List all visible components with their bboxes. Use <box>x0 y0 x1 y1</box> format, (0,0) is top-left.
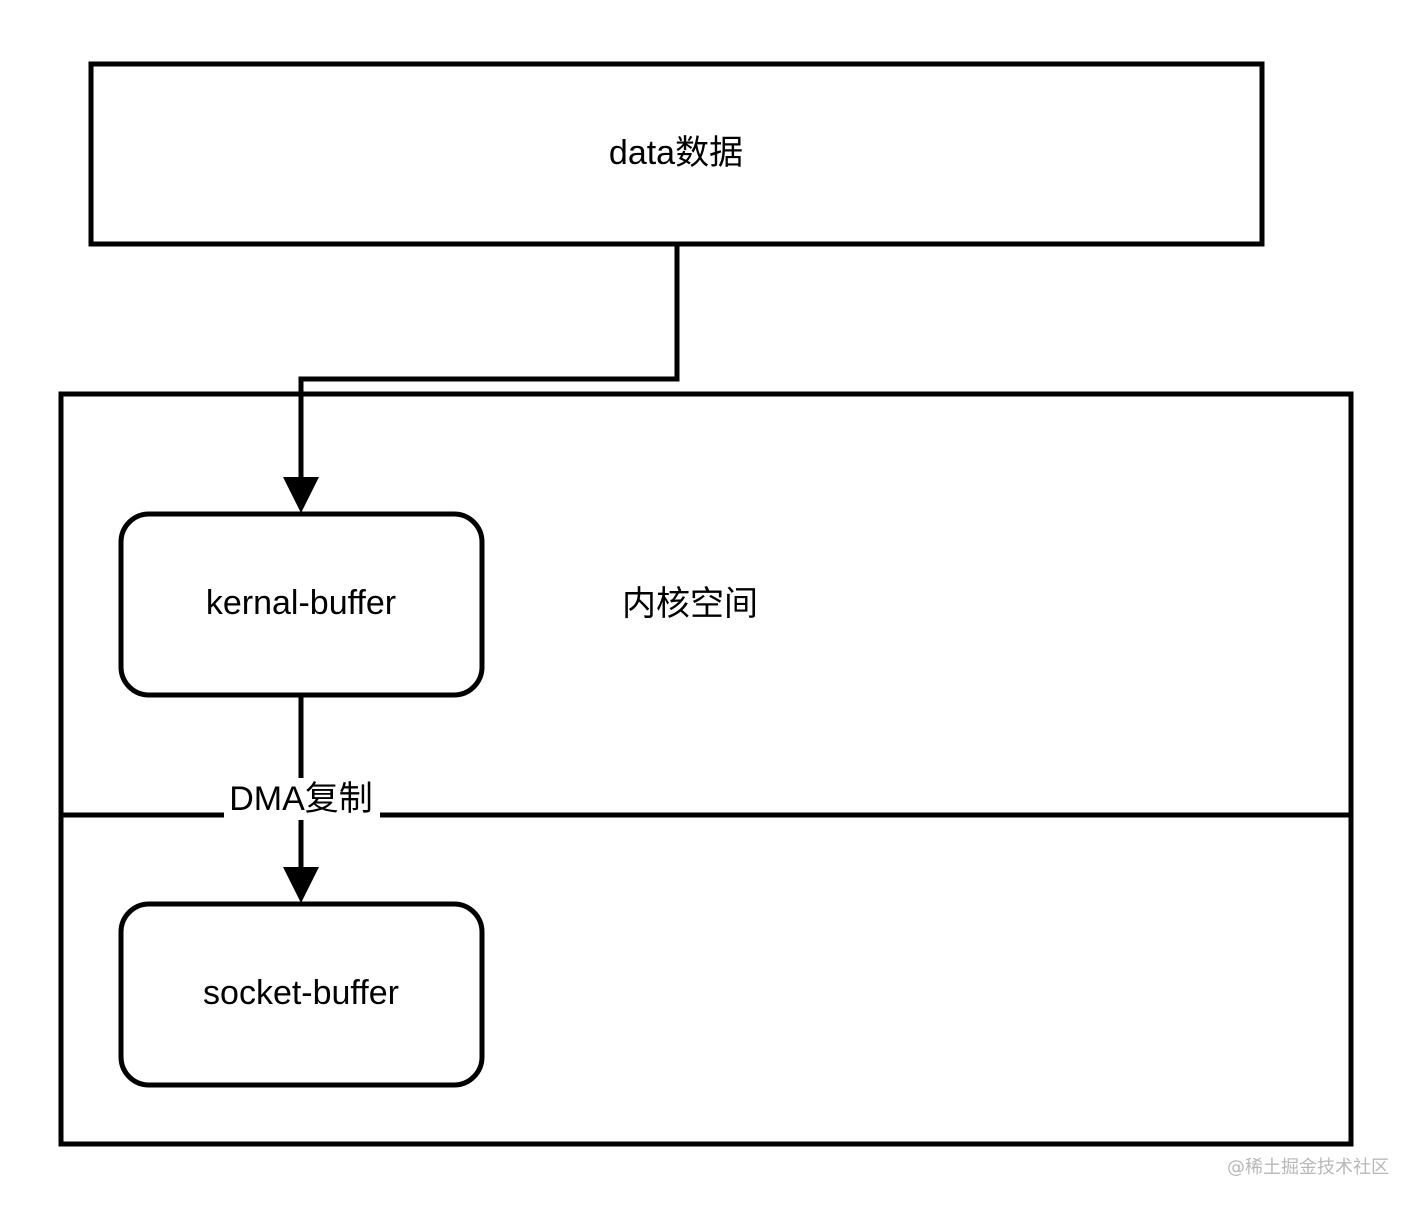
kernal-buffer-label: kernal-buffer <box>206 584 396 622</box>
watermark-text: @稀土掘金技术社区 <box>1227 1157 1389 1178</box>
socket-buffer-box <box>118 901 485 1088</box>
socket-buffer-label: socket-buffer <box>203 974 399 1012</box>
data-box-label: data数据 <box>609 134 743 172</box>
arrowhead-icon <box>283 867 319 903</box>
kernel-space-label: 内核空间 <box>622 585 758 623</box>
arrowhead-icon <box>283 477 319 513</box>
data-box <box>88 61 1265 247</box>
kernel-space-box <box>58 391 1354 1147</box>
data-to-kernal-buffer-edge <box>298 244 680 478</box>
dma-copy-label: DMA复制 <box>229 780 373 818</box>
